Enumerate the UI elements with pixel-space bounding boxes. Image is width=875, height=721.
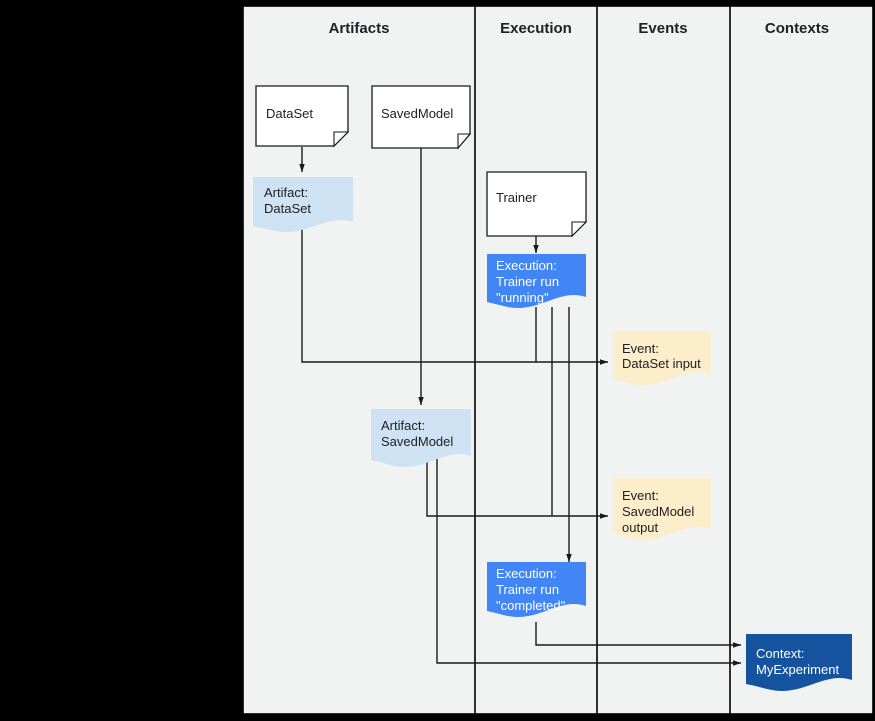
node-label-trainer: Trainer bbox=[496, 190, 537, 205]
node-label-execution-running-line3: "running" bbox=[496, 290, 549, 305]
node-label-event-savedmodel-output-line3: output bbox=[622, 520, 659, 535]
node-doc-savedmodel[interactable]: SavedModel bbox=[371, 85, 472, 150]
connector-lines bbox=[299, 147, 742, 666]
node-doc-dataset[interactable]: DataSet bbox=[255, 85, 350, 148]
node-doc-trainer[interactable]: Trainer bbox=[486, 171, 588, 238]
lane-titles: Artifacts Execution Events Contexts bbox=[329, 20, 830, 37]
lane-outer-border bbox=[242, 5, 874, 715]
node-label-dataset: DataSet bbox=[266, 106, 313, 121]
edge-artifact-savedmodel-to-event-savedmodel-output bbox=[426, 456, 609, 519]
edge-execution-completed-to-context bbox=[535, 622, 742, 648]
node-artifact-dataset[interactable]: Artifact: DataSet bbox=[253, 177, 353, 232]
context-shape-myexperiment bbox=[746, 634, 852, 691]
document-fold-corner-icon bbox=[333, 131, 350, 148]
edge-artifact-dataset-to-event-dataset-input bbox=[301, 228, 609, 365]
node-context-myexperiment[interactable]: Context: MyExperiment bbox=[746, 634, 852, 691]
node-label-execution-running-line2: Trainer run bbox=[496, 274, 559, 289]
node-event-dataset-input[interactable]: Event: DataSet input bbox=[613, 331, 711, 385]
node-label-execution-completed-line1: Execution: bbox=[496, 566, 557, 581]
edge-artifact-savedmodel-to-context bbox=[436, 456, 742, 666]
document-fold-corner-icon bbox=[571, 221, 588, 238]
lane-title-execution: Execution bbox=[500, 20, 572, 37]
execution-shape-completed bbox=[487, 562, 586, 617]
node-label-context-line1: Context: bbox=[756, 646, 804, 661]
event-shape-dataset-input bbox=[613, 331, 711, 385]
node-label-event-savedmodel-output-line2: SavedModel bbox=[622, 504, 694, 519]
node-label-artifact-dataset-line2: DataSet bbox=[264, 201, 311, 216]
lane-title-artifacts: Artifacts bbox=[329, 20, 390, 37]
event-shape-savedmodel-output bbox=[613, 478, 711, 540]
execution-shape-running bbox=[487, 254, 586, 308]
node-label-event-savedmodel-output-line1: Event: bbox=[622, 488, 659, 503]
node-label-execution-completed-line2: Trainer run bbox=[496, 582, 559, 597]
node-label-execution-running-line1: Execution: bbox=[496, 258, 557, 273]
node-label-execution-completed-line3: "completed" bbox=[496, 598, 566, 613]
node-label-savedmodel: SavedModel bbox=[381, 106, 453, 121]
lane-title-contexts: Contexts bbox=[765, 20, 829, 37]
node-label-event-dataset-input-line2: DataSet input bbox=[622, 356, 701, 371]
node-label-event-dataset-input-line1: Event: bbox=[622, 341, 659, 356]
artifact-shape-dataset bbox=[253, 177, 353, 232]
node-execution-completed[interactable]: Execution: Trainer run "completed" bbox=[487, 562, 586, 617]
lane-dividers bbox=[242, 5, 874, 715]
node-label-context-line2: MyExperiment bbox=[756, 662, 839, 677]
document-fold-corner-icon bbox=[457, 133, 472, 150]
node-execution-running[interactable]: Execution: Trainer run "running" bbox=[487, 254, 586, 308]
node-label-artifact-dataset-line1: Artifact: bbox=[264, 185, 308, 200]
lane-title-events: Events bbox=[638, 20, 687, 37]
node-label-artifact-savedmodel-line1: Artifact: bbox=[381, 418, 425, 433]
node-event-savedmodel-output[interactable]: Event: SavedModel output bbox=[613, 478, 711, 540]
artifact-shape-savedmodel bbox=[371, 409, 471, 467]
node-label-artifact-savedmodel-line2: SavedModel bbox=[381, 434, 453, 449]
node-artifact-savedmodel[interactable]: Artifact: SavedModel bbox=[371, 409, 471, 467]
